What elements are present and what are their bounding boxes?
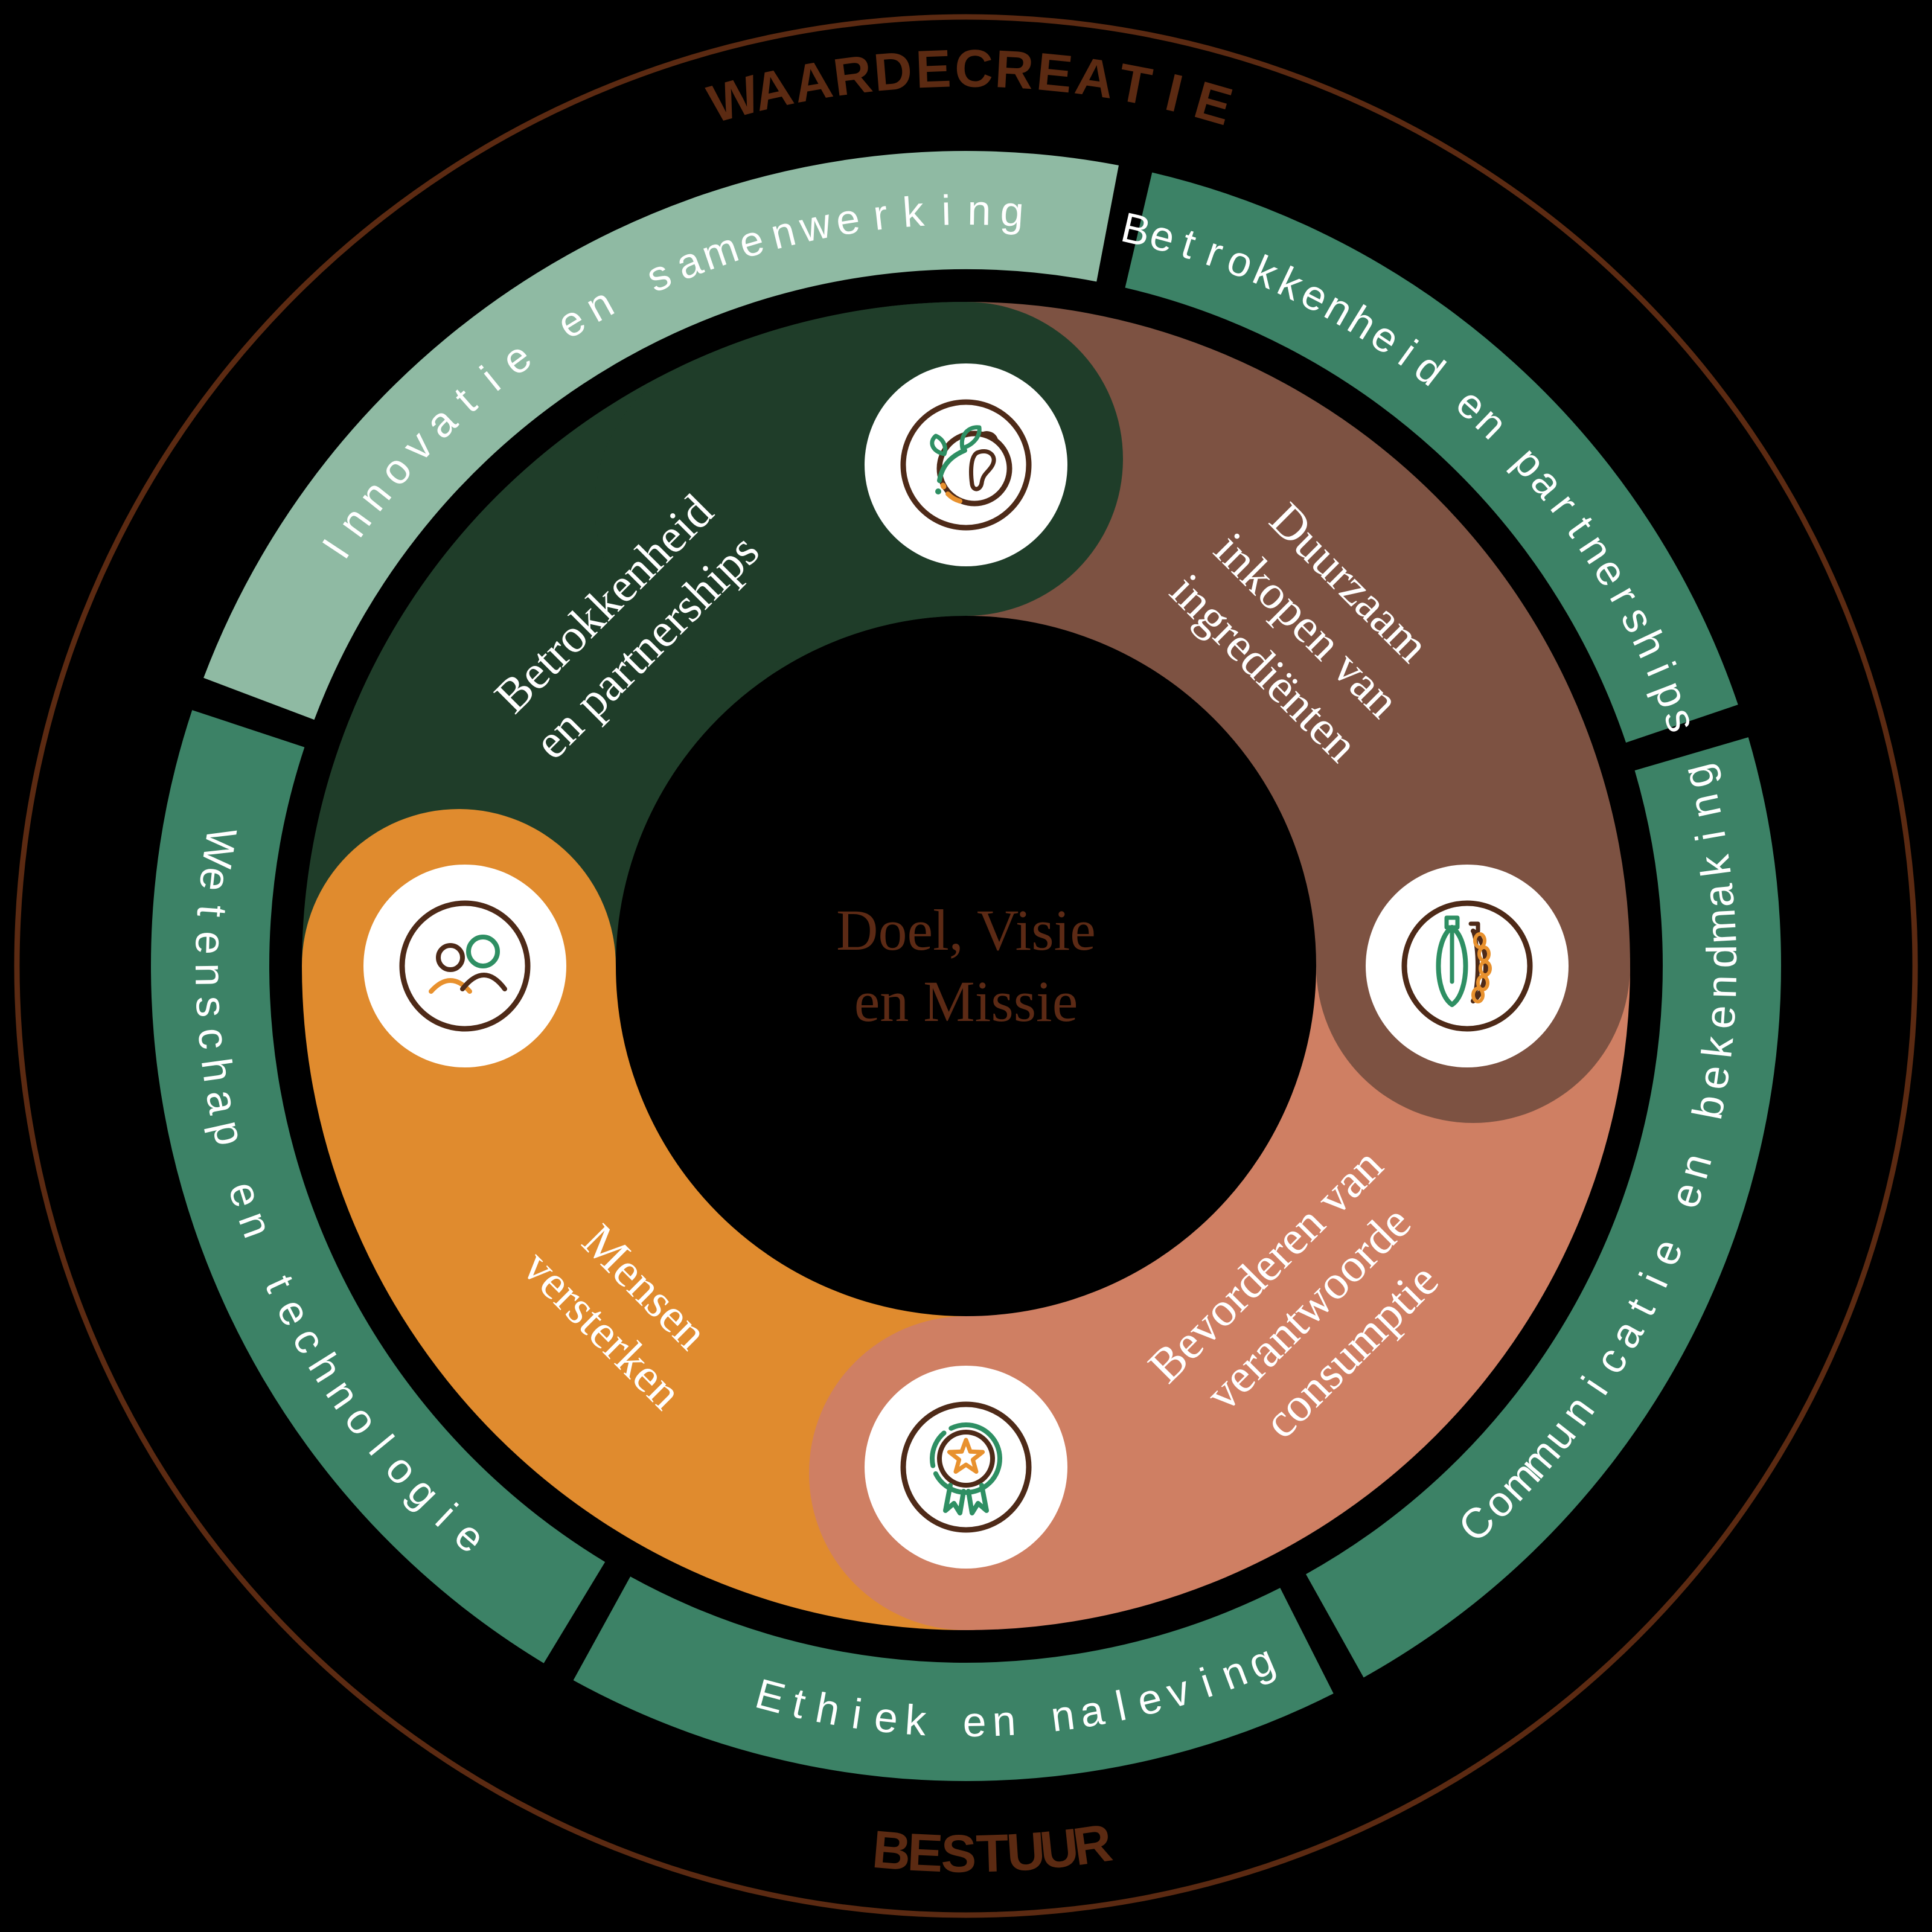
donut-label-mensen-versterken: Mensenversterken	[513, 1197, 735, 1420]
curved-label-letter: B	[870, 1819, 913, 1882]
curved-label-letter: d	[1698, 944, 1745, 968]
outer-ring-segment-communicatie-bekendmaking	[1305, 737, 1781, 1678]
person-right-head	[466, 935, 500, 968]
icon-inner-ring	[900, 399, 1032, 531]
icon-inner-ring	[1401, 900, 1533, 1032]
outer-boundary-circle	[14, 14, 1918, 1918]
icon-inner-ring	[399, 900, 531, 1032]
cacao-pod-icon	[1366, 865, 1569, 1067]
icon-circle	[363, 865, 566, 1067]
curved-label-letter: i	[941, 187, 952, 234]
sprout-leaf-left	[930, 433, 947, 456]
medal-inner-circle	[937, 1430, 995, 1488]
curved-label-letter: D	[871, 40, 914, 103]
sprout-stem	[937, 448, 967, 483]
outer-ring-segment-betrokkenheid-partnerships	[1125, 172, 1738, 743]
curved-label-letter: n	[187, 963, 234, 987]
globe-landmass	[968, 449, 996, 491]
curved-label-letter: R	[994, 39, 1035, 100]
sprout-dot	[935, 488, 941, 494]
curved-label-letter: I	[1160, 62, 1189, 124]
globe-landmass-top	[979, 431, 999, 443]
donut-label-text: Mensenversterken	[513, 1197, 735, 1420]
curved-label-letter: E	[1034, 41, 1075, 104]
outer-ring-segment-innovatie-samenwerking	[203, 151, 1119, 720]
curved-label-letter: e	[190, 865, 240, 894]
globe-outline	[936, 430, 1012, 507]
ribbon-right	[966, 1483, 989, 1515]
curved-label-letter: E	[915, 38, 952, 99]
person-right-shoulders	[460, 973, 507, 991]
globe-sprout-icon	[865, 363, 1067, 566]
curved-label-letter: E	[1188, 69, 1239, 136]
orange-dot	[940, 482, 947, 490]
award-ribbon-icon	[865, 1366, 1067, 1569]
curved-label-letter: a	[1694, 882, 1743, 910]
medal-star	[947, 1438, 985, 1474]
medal-outer-circle	[930, 1422, 1002, 1495]
curved-label-letter: R	[830, 43, 876, 107]
outer-ring-segment-wetenschap-technologie	[151, 710, 606, 1663]
curved-label-letter: T	[1113, 52, 1156, 117]
curved-label-letter: e	[187, 930, 234, 955]
curved-label-letter: C	[955, 38, 993, 98]
curved-label-letter: n	[991, 1697, 1017, 1745]
curved-label-letter: e	[872, 1693, 900, 1742]
cacao-bean	[1471, 987, 1485, 1003]
curved-label-letter: e	[1696, 1003, 1744, 1030]
curved-label-letter: k	[901, 188, 926, 236]
half-pod-stem	[1468, 921, 1480, 933]
people-icon	[363, 865, 566, 1067]
icon-inner-ring	[900, 1401, 1032, 1533]
orange-dash-arc	[945, 491, 962, 504]
curved-label-letter: U	[1037, 1817, 1082, 1880]
whole-pod	[1436, 925, 1468, 1007]
curved-label-letter: k	[903, 1696, 928, 1744]
curved-label-letter: S	[941, 1823, 977, 1883]
curved-label-letter: s	[187, 995, 235, 1019]
cacao-bean	[1473, 932, 1486, 949]
outer-ring-segment-ethiek-naleving	[573, 1576, 1334, 1781]
curved-label-letter: R	[1069, 1812, 1116, 1876]
curved-label-letter: A	[1072, 45, 1118, 110]
curved-label-letter: n	[967, 187, 991, 234]
curved-label-letter: E	[906, 1822, 944, 1884]
curved-label-letter: n	[1698, 974, 1745, 999]
curved-label-letter: g	[999, 187, 1026, 235]
curved-label-letter: m	[1697, 907, 1745, 945]
icon-circle	[865, 363, 1067, 566]
ribbon-left	[943, 1483, 966, 1515]
outer-ring: BetrokkenheidenpartnershipsCommunicatiee…	[151, 151, 1781, 1781]
curved-label-letter: U	[1005, 1820, 1047, 1882]
curved-label-letter: T	[975, 1823, 1009, 1884]
sprout-leaf-right	[959, 425, 982, 450]
curved-label-letter: e	[962, 1698, 987, 1745]
person-left-head	[436, 943, 465, 972]
curved-label-letter: W	[193, 824, 246, 871]
curved-label-letter: c	[189, 1026, 238, 1051]
